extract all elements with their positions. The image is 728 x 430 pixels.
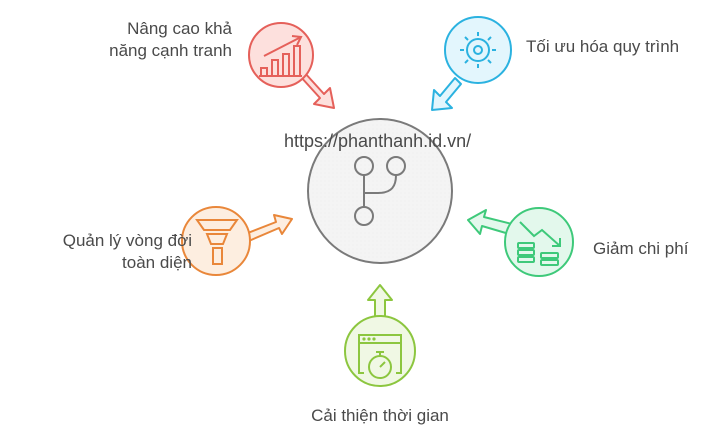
- funnel-icon: [195, 219, 239, 265]
- stopwatch-window-icon: [358, 334, 402, 379]
- center-hub: [307, 118, 453, 264]
- gear-sun-icon: [460, 32, 496, 68]
- label-competitive: Nâng cao khả năng cạnh tranh: [109, 18, 232, 62]
- git-fork-icon: [354, 156, 406, 226]
- arrow-icon: [431, 77, 462, 111]
- label-lifecycle-line2: toàn diện: [122, 253, 192, 272]
- arrow-icon: [299, 71, 335, 109]
- arrow-icon: [367, 284, 393, 319]
- node-optimize: [431, 16, 512, 111]
- node-cost: [467, 207, 574, 277]
- label-lifecycle-line1: Quản lý vòng đời: [62, 231, 192, 250]
- label-competitive-line1: Nâng cao khả: [127, 19, 232, 38]
- label-cost: Giảm chi phí: [593, 239, 689, 258]
- label-competitive-line2: năng cạnh tranh: [109, 41, 232, 60]
- node-lifecycle: [181, 206, 293, 276]
- label-lifecycle: Quản lý vòng đời toàn diện: [63, 230, 192, 274]
- node-competitive: [248, 22, 335, 109]
- label-optimize: Tối ưu hóa quy trình: [526, 37, 680, 56]
- coins-down-icon: [517, 221, 561, 266]
- growth-chart-icon: [259, 35, 303, 77]
- watermark-url: https://phanthanh.id.vn/: [284, 131, 472, 151]
- label-time: Cải thiện thời gian: [311, 406, 449, 425]
- node-time: [344, 284, 416, 387]
